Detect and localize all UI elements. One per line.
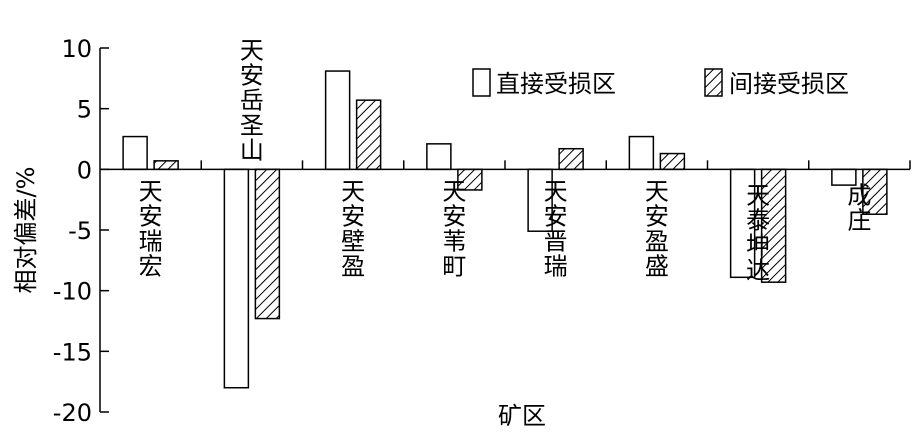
- category-label: 天安晋瑞: [544, 177, 568, 280]
- y-tick-label: -15: [53, 338, 92, 366]
- bar-direct-4: [527, 168, 553, 232]
- legend-swatch-direct: [472, 68, 491, 97]
- y-tick-label: 0: [77, 156, 92, 184]
- y-tick-label: -5: [68, 217, 92, 245]
- y-tick-label: 10: [61, 35, 92, 63]
- bar-indirect-4: [558, 147, 584, 171]
- legend: 直接受损区 间接受损区: [472, 68, 849, 98]
- bar-direct-5: [628, 135, 655, 171]
- bar-direct-3: [426, 143, 452, 171]
- y-tick-label: 5: [77, 96, 92, 124]
- y-tick-label: -10: [53, 278, 92, 306]
- category-label: 天泰坤达: [746, 181, 770, 284]
- category-label: 天安盈盛: [645, 177, 669, 280]
- category-label: 成庄: [847, 181, 871, 234]
- x-axis-title: 矿区: [498, 402, 546, 430]
- bar-direct-0: [122, 135, 148, 171]
- category-label: 天安壁盈: [341, 177, 365, 280]
- legend-label-indirect: 间接受损区: [729, 70, 849, 98]
- bar-indirect-6: [760, 168, 787, 283]
- legend-label-direct: 直接受损区: [496, 70, 616, 98]
- y-tick-label: -20: [53, 399, 92, 427]
- bar-indirect-0: [153, 160, 179, 171]
- category-label: 天安瑞宏: [139, 177, 163, 280]
- axes-layer: [99, 48, 910, 412]
- bar-indirect-5: [659, 152, 686, 171]
- x-ticks: [200, 160, 911, 170]
- y-ticks: 10 5 0 -5 -10 -15 -20: [53, 35, 109, 427]
- bar-direct-2: [324, 70, 351, 171]
- bar-direct-6: [729, 168, 756, 279]
- bar-direct-1: [223, 168, 250, 389]
- y-axis-title: 相对偏差/%: [12, 167, 40, 294]
- bar-indirect-1: [254, 168, 281, 320]
- bars-layer: [122, 70, 888, 389]
- category-label: 天安岳圣山: [240, 36, 264, 164]
- category-label: 天安苇町: [442, 177, 466, 280]
- bar-indirect-2: [355, 99, 382, 171]
- legend-swatch-indirect: [704, 68, 723, 97]
